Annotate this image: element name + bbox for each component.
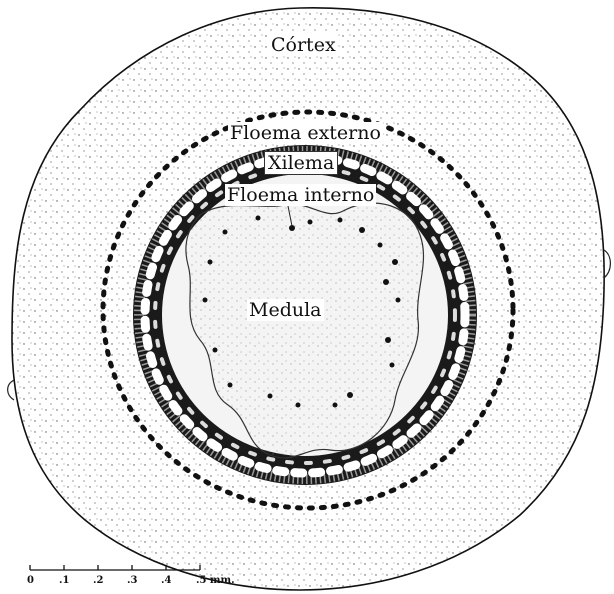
scale-tick-0: 0 <box>27 575 34 586</box>
scale-tick-1: .1 <box>59 575 69 586</box>
scale-tick-4: .4 <box>161 575 171 586</box>
label-xilema: Xilema <box>264 151 338 175</box>
label-cortex: Córtex <box>269 34 338 56</box>
label-medula: Medula <box>247 299 324 321</box>
label-floema-externo: Floema externo <box>228 122 383 144</box>
cortex-fragment-left <box>8 380 14 400</box>
scale-tick-2: .2 <box>93 575 103 586</box>
scale-tick-3: .3 <box>127 575 137 586</box>
cortex-fragment-right <box>604 250 610 278</box>
scale-tick-5: .5 mm. <box>196 575 235 586</box>
label-floema-interno: Floema interno <box>225 184 376 206</box>
